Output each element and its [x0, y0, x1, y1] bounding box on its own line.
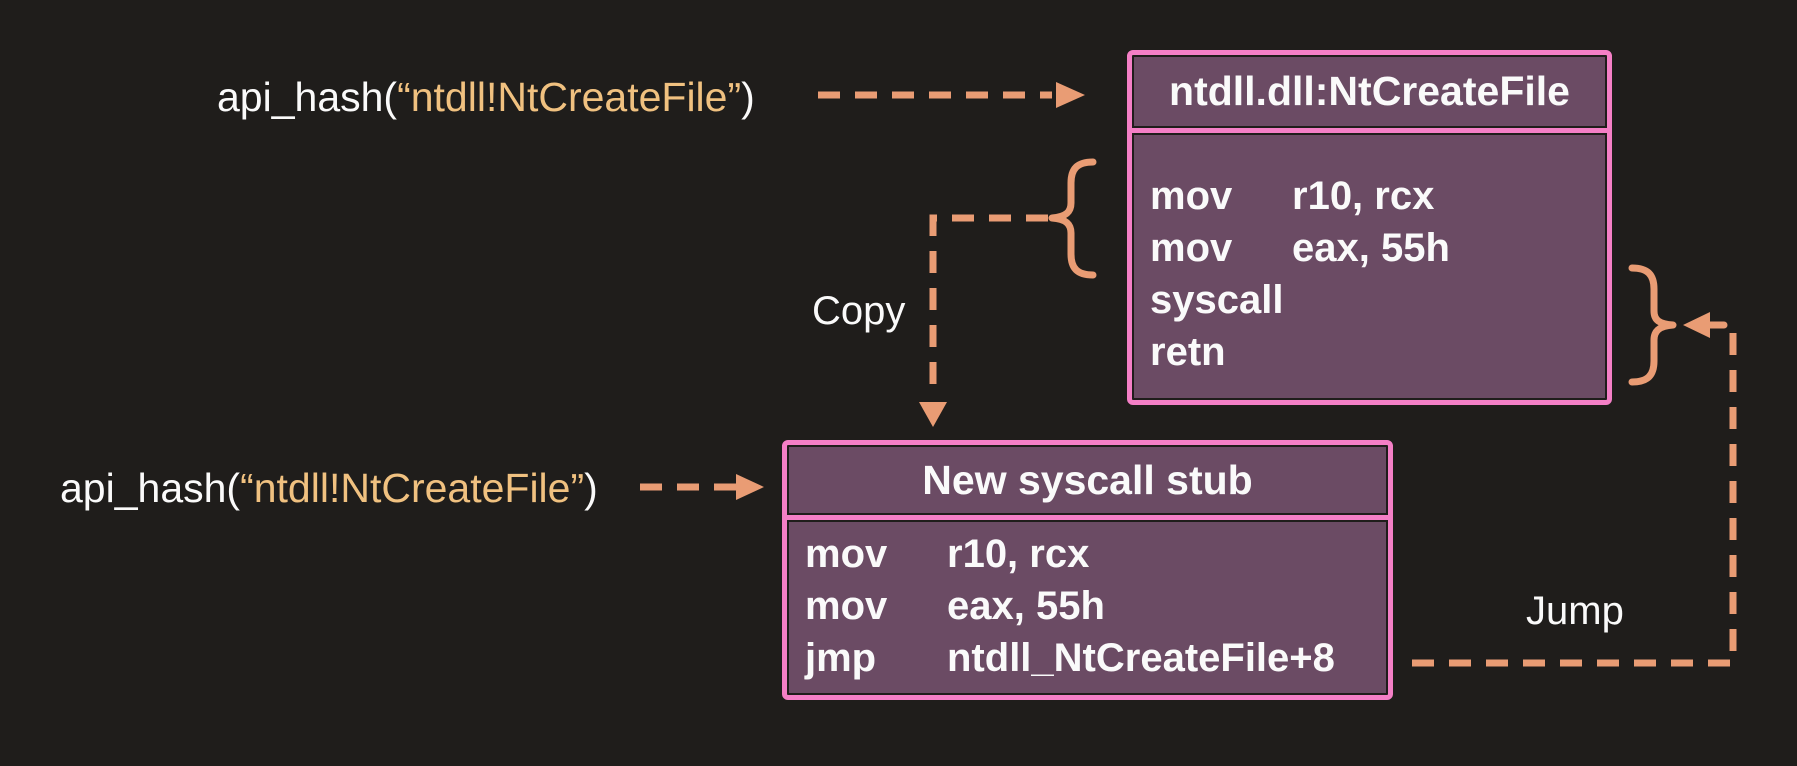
instruction-row: mov r10, rcx [1150, 170, 1605, 222]
jump-arrowhead-icon [1683, 312, 1710, 338]
api-hash-bottom-prefix: api_hash( [60, 465, 241, 511]
right-brace-icon [1628, 264, 1677, 386]
api-hash-bottom-string: “ntdll!NtCreateFile” [240, 465, 585, 511]
instruction-mnemonic: mov [1150, 174, 1233, 218]
api-hash-top-string: “ntdll!NtCreateFile” [397, 74, 742, 120]
instruction-row: retn [1150, 326, 1605, 378]
instruction-mnemonic: mov [805, 584, 888, 628]
instruction-mnemonic: mov [1150, 226, 1233, 270]
instruction-mnemonic: jmp [805, 636, 877, 680]
instruction-operands: eax, 55h [947, 584, 1105, 628]
jump-label: Jump [1526, 589, 1624, 633]
hash-bottom-arrowhead-icon [736, 474, 764, 500]
instruction-mnemonic: mov [805, 532, 888, 576]
api-hash-label-top: api_hash(“ntdll!NtCreateFile”) [217, 74, 755, 120]
new-syscall-stub-box: New syscall stub mov r10, rcx mov eax, 5… [782, 440, 1393, 700]
instruction-operands: r10, rcx [947, 532, 1090, 576]
copy-arrow-path [929, 214, 1048, 398]
hash-top-arrowhead-icon [1056, 82, 1085, 108]
stub-box-title: New syscall stub [789, 447, 1386, 513]
stub-box-separator [787, 515, 1388, 520]
instruction-mnemonic: retn [1150, 330, 1226, 374]
ntdll-box-instructions: mov r10, rcx mov eax, 55h syscall retn [1134, 135, 1605, 398]
api-hash-top-suffix: ) [741, 74, 755, 120]
instruction-row: syscall [1150, 274, 1605, 326]
instruction-row: mov r10, rcx [805, 528, 1386, 580]
stub-box-instructions: mov r10, rcx mov eax, 55h jmp ntdll_NtCr… [789, 522, 1386, 693]
instruction-mnemonic: syscall [1150, 278, 1284, 322]
instruction-operands: r10, rcx [1292, 174, 1435, 218]
ntdll-box-separator [1132, 128, 1607, 133]
ntdll-box-title: ntdll.dll:NtCreateFile [1134, 57, 1605, 126]
api-hash-label-bottom: api_hash(“ntdll!NtCreateFile”) [60, 465, 598, 511]
ntdll-syscall-box: ntdll.dll:NtCreateFile mov r10, rcx mov … [1127, 50, 1612, 405]
copy-label: Copy [812, 289, 906, 333]
api-hash-top-prefix: api_hash( [217, 74, 398, 120]
instruction-operands: ntdll_NtCreateFile+8 [947, 636, 1335, 680]
left-brace-icon [1048, 158, 1097, 279]
copy-arrowhead-icon [919, 402, 947, 427]
instruction-row: jmp ntdll_NtCreateFile+8 [805, 632, 1386, 684]
instruction-row: mov eax, 55h [805, 580, 1386, 632]
api-hash-bottom-suffix: ) [584, 465, 598, 511]
instruction-row: mov eax, 55h [1150, 222, 1605, 274]
instruction-operands: eax, 55h [1292, 226, 1450, 270]
